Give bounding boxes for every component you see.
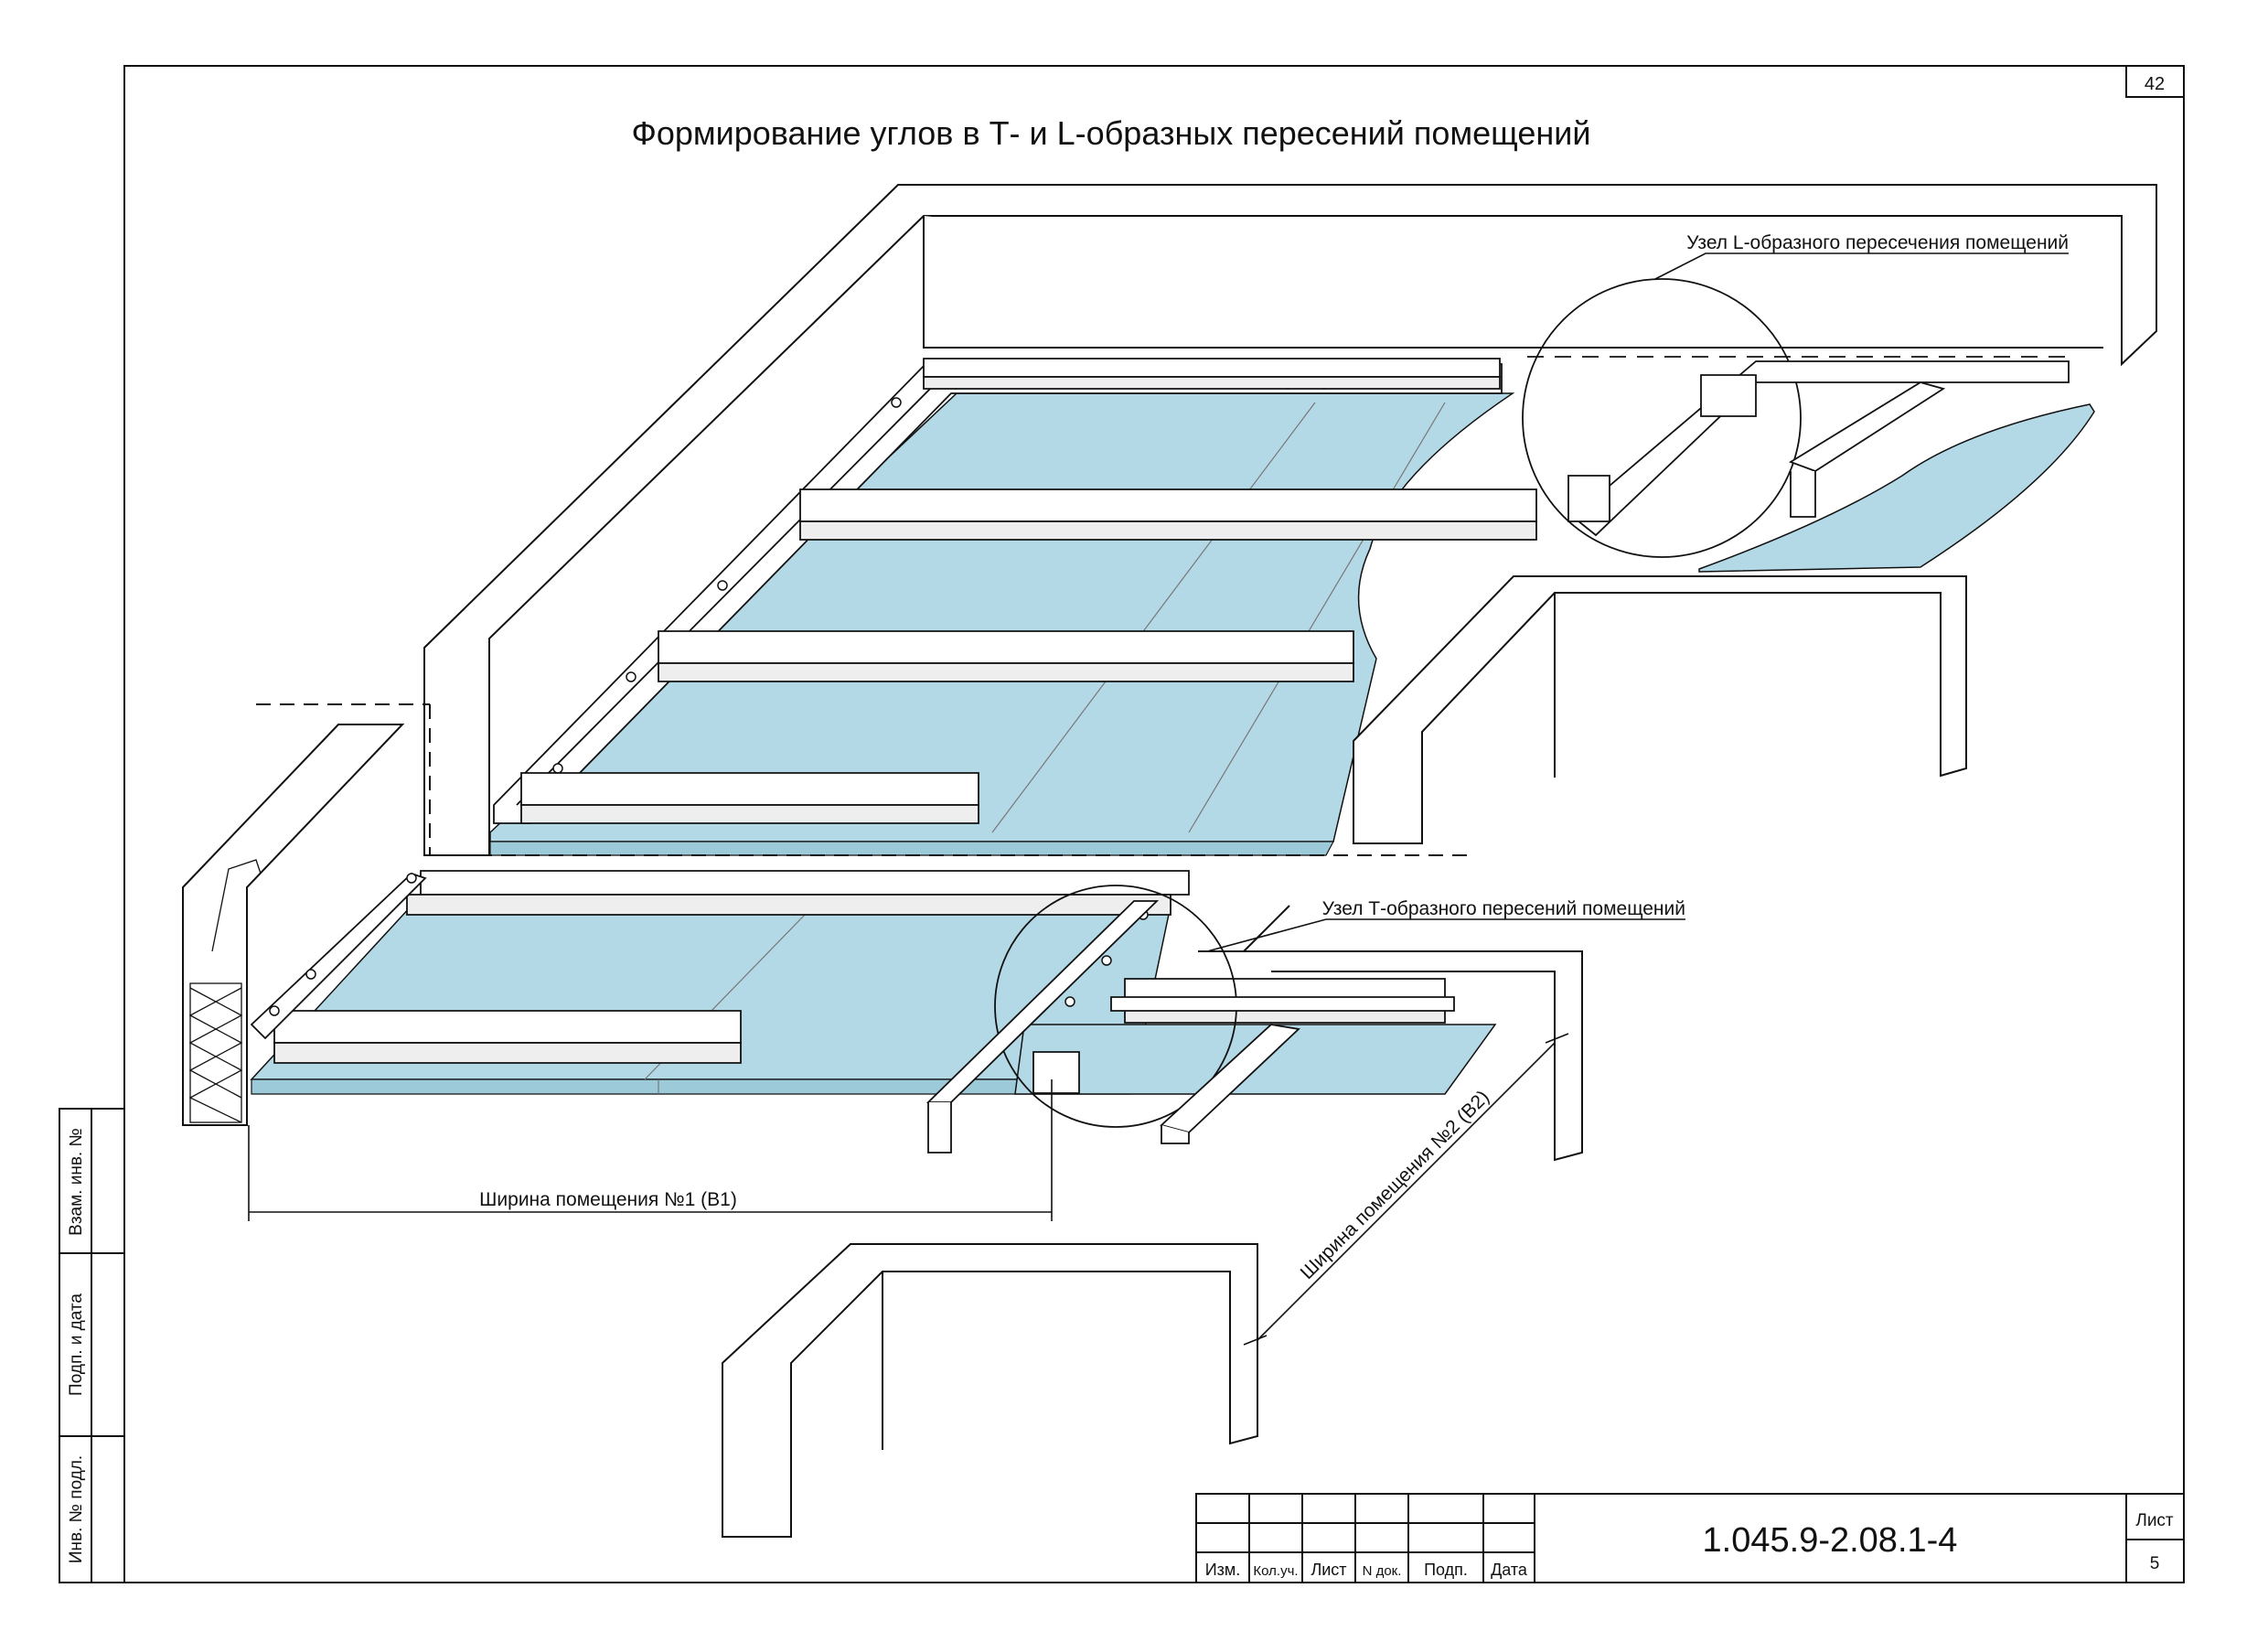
tb-sheet-label: Лист xyxy=(2135,1511,2174,1530)
t-node xyxy=(925,885,1455,1154)
stamp-cell-inv-original: Инв. № подл. xyxy=(67,1455,86,1563)
wall-insulation xyxy=(188,859,262,1123)
room-lower-walls xyxy=(182,703,1472,1126)
l-node-label: Узел L-образного пересечения помещений xyxy=(1686,232,2069,253)
tb-col-quantity: Кол.уч. xyxy=(1253,1563,1298,1579)
tb-col-signature: Подп. xyxy=(1424,1561,1468,1579)
l-node xyxy=(1522,278,2070,558)
upper-profiles xyxy=(520,358,1537,824)
t-node-label: Узел Т-образного пересений помещений xyxy=(1322,898,1685,919)
room-two-front-wall xyxy=(722,1243,1258,1538)
dimension-room1-label: Ширина помещения №1 (В1) xyxy=(479,1189,737,1210)
tb-col-sheet: Лист xyxy=(1311,1561,1346,1579)
lower-rail-screws xyxy=(269,873,1149,1016)
stamp-cell-replace-inv: Взам. инв. № xyxy=(67,1128,86,1236)
room-upper-right-wall xyxy=(1353,575,1967,844)
l-node-leader xyxy=(1654,252,2069,280)
stamp-cell-sign-date: Подп. и дата xyxy=(67,1293,86,1396)
dimension-room2-label: Ширина помещения №2 (В2) xyxy=(1297,1087,1493,1283)
dimension-room2 xyxy=(1243,1033,1569,1346)
sheet-frame xyxy=(123,65,2185,1583)
drawing-title: Формирование углов в Т- и L-образных пер… xyxy=(631,114,1590,152)
tb-col-date: Дата xyxy=(1491,1561,1528,1579)
tb-col-doc-number: N док. xyxy=(1363,1563,1402,1579)
t-node-leader xyxy=(1206,918,1685,952)
tb-sheet-number: 5 xyxy=(2150,1554,2160,1573)
lower-profiles xyxy=(250,870,1446,1064)
tb-col-change: Изм. xyxy=(1205,1561,1241,1579)
top-sheet-number: 42 xyxy=(2145,74,2165,94)
title-block xyxy=(1195,1493,2185,1583)
room-two-wall xyxy=(1198,905,1583,1162)
side-stamp xyxy=(59,1108,125,1583)
document-code: 1.045.9-2.08.1-4 xyxy=(1703,1521,1958,1560)
dimension-room1 xyxy=(248,1079,1053,1221)
